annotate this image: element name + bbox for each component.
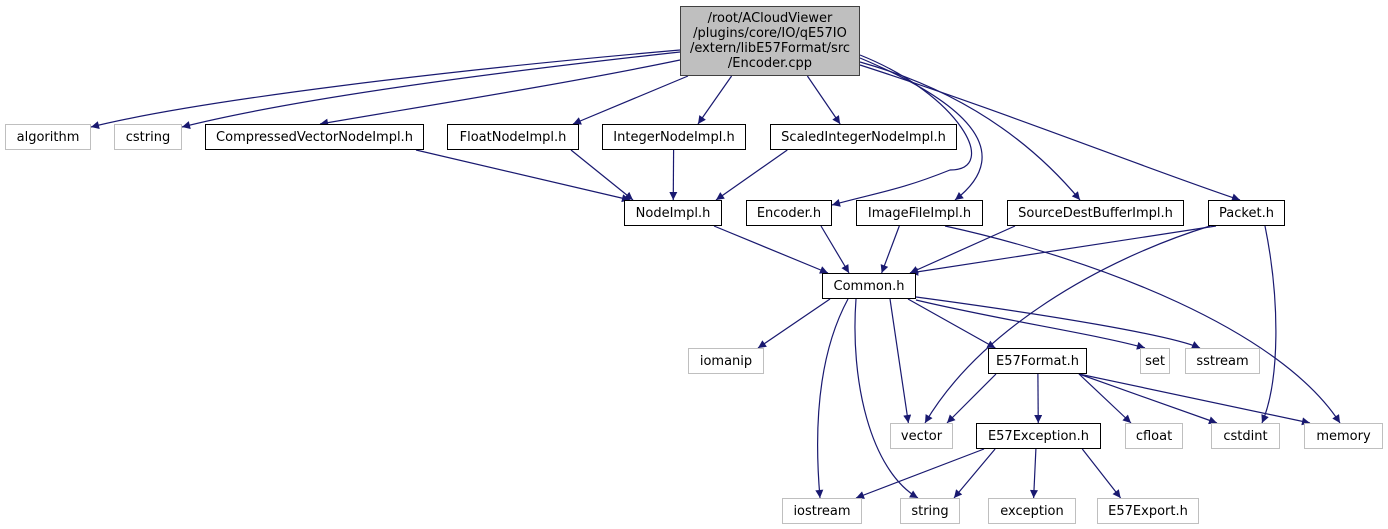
node-label: Packet.h — [1219, 205, 1274, 221]
node-label: iostream — [793, 503, 851, 519]
node-integer[interactable]: IntegerNodeImpl.h — [602, 124, 746, 150]
edge-root-to-imagefile — [859, 57, 983, 201]
node-label: cstdint — [1223, 428, 1268, 444]
edge-root-to-encoder — [831, 54, 973, 207]
node-label: NodeImpl.h — [635, 205, 711, 221]
edge-common-to-e57format — [907, 298, 996, 349]
edge-root-to-float — [572, 75, 689, 125]
edge-imagefile-to-common — [880, 225, 900, 274]
node-cfloat: cfloat — [1125, 423, 1183, 449]
edge-packet-to-cstdint — [1261, 225, 1277, 424]
edge-root-to-compressed — [319, 59, 681, 127]
node-label: vector — [900, 428, 943, 444]
node-label: string — [911, 503, 949, 519]
node-iostream: iostream — [782, 498, 862, 524]
edge-sourcedest-to-common — [909, 225, 1016, 274]
node-common[interactable]: Common.h — [822, 273, 916, 299]
node-sstream: sstream — [1185, 348, 1260, 374]
edge-root-to-integer — [697, 75, 733, 125]
node-label: SourceDestBufferImpl.h — [1018, 205, 1173, 221]
node-label: /root/ACloudViewer /plugins/core/IO/qE57… — [689, 11, 851, 71]
edge-e57exception-to-iostream — [855, 448, 985, 499]
node-e57format[interactable]: E57Format.h — [988, 348, 1087, 374]
node-label: CompressedVectorNodeImpl.h — [216, 129, 413, 145]
edge-root-to-cstring — [181, 51, 681, 129]
node-label: iomanip — [699, 353, 753, 369]
node-label: Common.h — [833, 278, 905, 294]
edge-common-to-string — [854, 298, 919, 499]
edge-float-to-nodeimpl — [570, 149, 634, 201]
edge-imagefile-to-memory — [944, 225, 1341, 424]
edge-common-to-vector — [889, 298, 912, 424]
node-label: FloatNodeImpl.h — [459, 129, 567, 145]
node-e57exception[interactable]: E57Exception.h — [976, 423, 1101, 449]
edge-root-to-packet — [859, 64, 1241, 202]
edge-e57exception-to-exception — [1030, 448, 1038, 499]
node-label: cfloat — [1135, 428, 1173, 444]
node-scaled[interactable]: ScaledIntegerNodeImpl.h — [770, 124, 957, 150]
edge-encoder-to-common — [820, 225, 850, 274]
edge-common-to-iostream — [815, 298, 849, 499]
edge-scaled-to-nodeimpl — [715, 149, 788, 201]
node-imagefile[interactable]: ImageFileImpl.h — [856, 200, 983, 226]
edge-e57exception-to-e57export — [1081, 448, 1122, 499]
node-label: IntegerNodeImpl.h — [613, 129, 735, 145]
node-nodeimpl[interactable]: NodeImpl.h — [624, 200, 722, 226]
node-label: set — [1145, 353, 1165, 369]
node-encoder[interactable]: Encoder.h — [746, 200, 832, 226]
node-compressed[interactable]: CompressedVectorNodeImpl.h — [205, 124, 424, 150]
edge-e57format-to-cfloat — [1078, 373, 1132, 424]
node-e57export: E57Export.h — [1097, 498, 1199, 524]
node-cstring: cstring — [114, 124, 182, 150]
edge-e57exception-to-string — [953, 448, 996, 499]
edge-root-to-scaled — [806, 75, 841, 125]
node-label: ScaledIntegerNodeImpl.h — [781, 129, 946, 145]
edge-root-to-sourcedest — [859, 61, 1081, 201]
edge-common-to-set — [915, 299, 1146, 350]
node-label: Encoder.h — [756, 205, 822, 221]
node-label: E57Export.h — [1108, 503, 1188, 519]
node-exception: exception — [988, 498, 1076, 524]
node-packet[interactable]: Packet.h — [1208, 200, 1285, 226]
node-vector: vector — [890, 423, 953, 449]
node-label: algorithm — [16, 129, 80, 145]
edge-common-to-iomanip — [757, 298, 831, 349]
node-label: sstream — [1196, 353, 1249, 369]
edge-compressed-to-nodeimpl — [415, 149, 631, 203]
node-cstdint: cstdint — [1211, 423, 1280, 449]
node-memory: memory — [1304, 423, 1383, 449]
node-iomanip: iomanip — [688, 348, 764, 374]
node-sourcedest[interactable]: SourceDestBufferImpl.h — [1007, 200, 1184, 226]
node-float[interactable]: FloatNodeImpl.h — [447, 124, 579, 150]
node-root: /root/ACloudViewer /plugins/core/IO/qE57… — [680, 6, 860, 76]
node-string: string — [900, 498, 960, 524]
edge-e57format-to-memory — [1078, 373, 1311, 426]
node-label: ImageFileImpl.h — [867, 205, 972, 221]
node-label: E57Format.h — [996, 353, 1079, 369]
edge-e57format-to-vector — [946, 373, 997, 424]
node-label: memory — [1316, 428, 1371, 444]
edge-common-to-sstream — [915, 296, 1201, 349]
node-label: exception — [1000, 503, 1064, 519]
edge-root-to-algorithm — [90, 49, 681, 129]
edge-nodeimpl-to-common — [713, 225, 829, 274]
node-set: set — [1140, 348, 1170, 374]
node-algorithm: algorithm — [5, 124, 91, 150]
edge-packet-to-vector — [924, 225, 1211, 424]
node-label: E57Exception.h — [987, 428, 1090, 444]
edge-packet-to-common — [909, 225, 1217, 276]
edge-e57format-to-cstdint — [1078, 373, 1218, 425]
node-label: cstring — [125, 129, 171, 145]
